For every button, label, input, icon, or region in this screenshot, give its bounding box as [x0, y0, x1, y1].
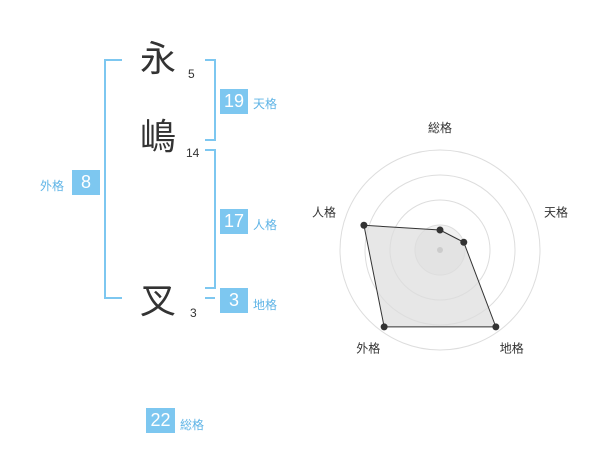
name-char-2-strokes: 14 [186, 146, 200, 160]
radar-ring-4 [339, 149, 541, 351]
radar-point-3 [492, 323, 500, 331]
name-char-2: 嶋 [140, 117, 177, 158]
radar-point-2 [460, 238, 468, 246]
radar-axis-label-2: 天格 [544, 204, 568, 219]
gaikaku-label: 外格 [40, 179, 65, 193]
radar-center [437, 247, 443, 253]
name-char-1: 永 [140, 39, 177, 80]
tenkaku-bracket [205, 59, 216, 141]
radar-polygon [363, 224, 497, 328]
radar-point-1 [436, 226, 444, 234]
gaikaku-value: 8 [72, 170, 100, 195]
jinkaku-bracket [205, 149, 216, 289]
name-char-3-strokes: 3 [190, 306, 197, 320]
tenkaku-label: 天格 [253, 97, 278, 111]
tenkaku-value: 19 [220, 89, 248, 114]
jinkaku-value: 17 [220, 209, 248, 234]
radar-axis-label-5: 人格 [312, 204, 336, 219]
radar-axis-label-4: 外格 [356, 341, 380, 356]
gaikaku-bracket [104, 59, 122, 299]
chikaku-value: 3 [220, 288, 248, 313]
radar-axis-label-3: 地格 [500, 341, 524, 356]
soukaku-value: 22 [146, 408, 175, 433]
soukaku-label: 総格 [180, 418, 205, 432]
jinkaku-label: 人格 [253, 218, 278, 232]
radar-axis-label-1: 総格 [428, 120, 452, 135]
radar-point-4 [380, 323, 388, 331]
name-char-3: 叉 [140, 281, 177, 322]
chikaku-label: 地格 [253, 298, 278, 312]
name-char-1-strokes: 5 [188, 67, 195, 81]
radar-point-5 [360, 221, 368, 229]
